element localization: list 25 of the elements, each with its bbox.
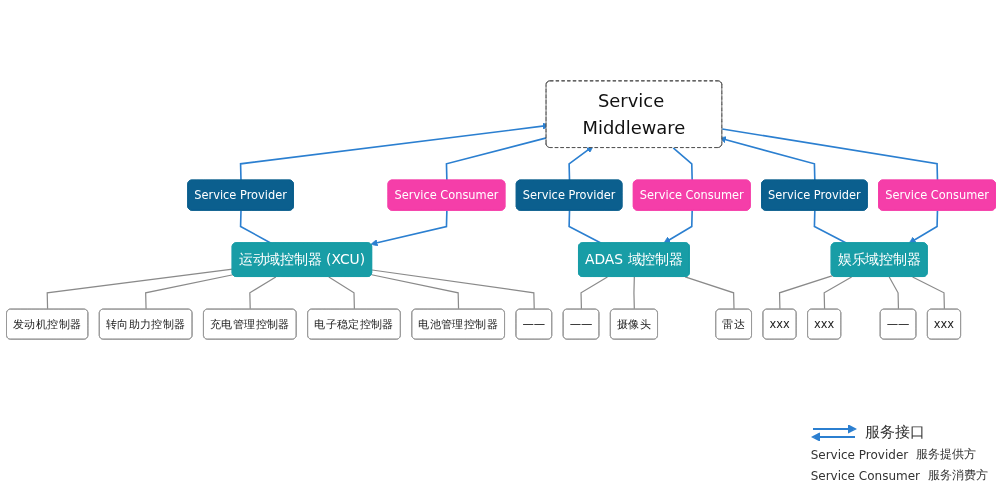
- arrow: [370, 209, 448, 247]
- connector: [778, 275, 834, 311]
- connector: [912, 276, 945, 311]
- connector: [888, 276, 900, 311]
- connector: [371, 269, 535, 311]
- note-text: Service Provider: [810, 447, 909, 462]
- connector: [239, 209, 272, 244]
- note-text: 服务提供方: [916, 446, 977, 463]
- connector: [823, 276, 853, 311]
- arrow: [908, 209, 939, 244]
- connector: [145, 274, 234, 311]
- connector: [445, 137, 548, 182]
- connector: [328, 276, 355, 311]
- connector: [633, 276, 635, 311]
- connector: [370, 274, 460, 311]
- legend-text: 服务接口: [864, 423, 925, 442]
- connector: [580, 276, 608, 311]
- connector: [684, 276, 735, 311]
- connector: [249, 276, 277, 311]
- connector: [672, 147, 693, 182]
- note-text: Service Consumer: [810, 468, 920, 483]
- connector: [721, 128, 939, 182]
- arrow: [663, 209, 693, 244]
- connector: [46, 268, 234, 311]
- note-text: 服务消费方: [928, 467, 988, 484]
